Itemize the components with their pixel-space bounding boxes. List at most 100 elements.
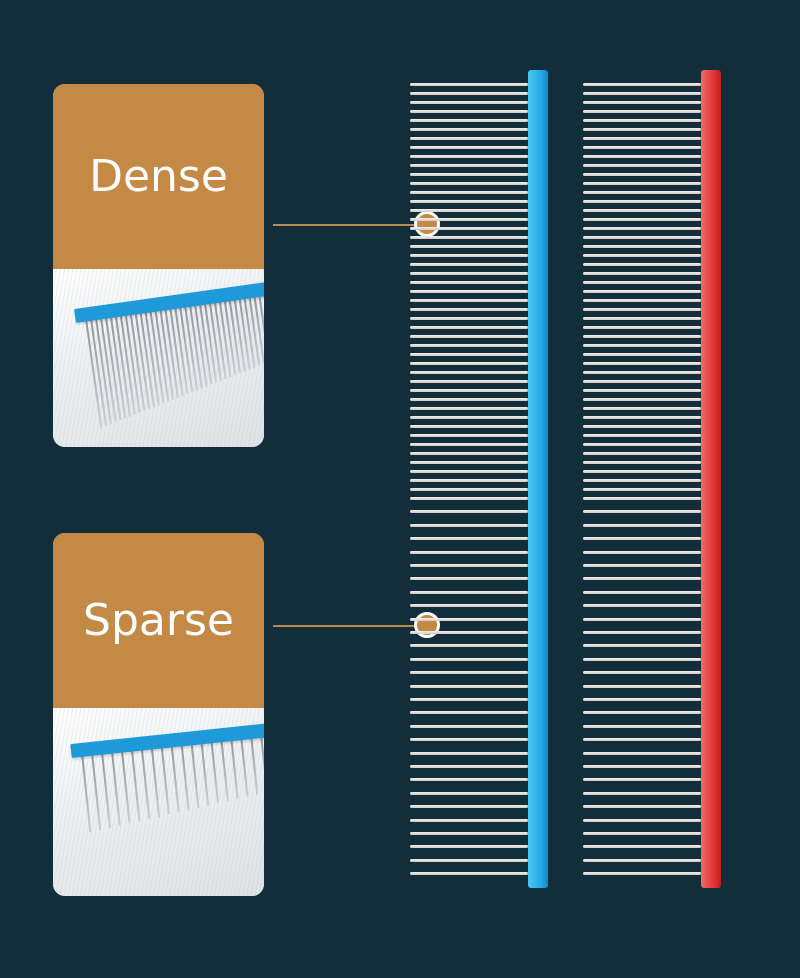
comb-tooth <box>410 101 528 104</box>
comb-tooth <box>583 765 701 768</box>
comb-tooth <box>583 83 701 86</box>
comb-tooth <box>583 832 701 835</box>
comb-tooth <box>410 389 528 392</box>
comb-tooth <box>583 452 701 455</box>
comb-tooth <box>583 272 701 275</box>
comb-tooth <box>583 227 701 230</box>
comb-tooth <box>583 326 701 329</box>
comb-tooth <box>583 344 701 347</box>
comb-tooth <box>410 577 528 581</box>
comb-tooth <box>583 577 701 581</box>
comb-tooth <box>583 182 701 185</box>
comb-tooth <box>410 461 528 464</box>
comb-tooth <box>583 671 701 675</box>
comb-tooth <box>410 416 528 419</box>
comb-tooth <box>410 263 528 266</box>
comb-tooth <box>410 407 528 410</box>
comb-tooth <box>410 209 528 212</box>
comb-tooth <box>583 604 701 608</box>
comb-tooth <box>583 443 701 446</box>
comb-tooth <box>583 479 701 482</box>
comb-tooth <box>583 164 701 167</box>
comb-tooth <box>583 371 701 374</box>
dense-label: Dense <box>53 84 264 269</box>
comb-tooth <box>410 326 528 329</box>
comb-tooth <box>410 281 528 284</box>
comb-tooth <box>583 550 701 554</box>
comb-tooth <box>583 523 701 527</box>
comb-tooth <box>583 245 701 248</box>
comb-tooth <box>583 738 701 742</box>
comb-tooth <box>410 236 528 239</box>
comb-tooth <box>410 872 528 876</box>
comb-tooth <box>410 308 528 311</box>
comb-tooth <box>583 657 701 661</box>
comb-tooth <box>410 299 528 302</box>
comb-tooth <box>583 173 701 176</box>
red-comb-spine <box>701 70 721 888</box>
comb-tooth <box>410 631 528 634</box>
comb-tooth <box>410 137 528 140</box>
comb-tooth <box>583 684 701 688</box>
comb-tooth <box>583 281 701 284</box>
comb-tooth <box>410 765 528 768</box>
comb-tooth <box>410 479 528 482</box>
comb-tooth <box>583 353 701 356</box>
sparse-card: Sparse <box>53 533 264 896</box>
comb-tooth <box>583 191 701 194</box>
blue-comb-spine <box>528 70 548 888</box>
comb-tooth <box>410 698 528 701</box>
comb-tooth <box>583 101 701 104</box>
comb-tooth <box>583 137 701 140</box>
blue-comb <box>410 70 550 890</box>
comb-tooth <box>410 684 528 688</box>
comb-tooth <box>583 146 701 149</box>
comb-tooth <box>410 191 528 194</box>
comb-tooth <box>410 398 528 401</box>
comb-tooth <box>410 155 528 158</box>
comb-tooth <box>410 778 528 782</box>
comb-tooth <box>410 644 528 648</box>
comb-tooth <box>583 119 701 122</box>
comb-tooth <box>410 724 528 728</box>
comb-tooth <box>583 254 701 257</box>
comb-tooth <box>583 461 701 464</box>
comb-tooth <box>583 845 701 849</box>
comb-tooth <box>583 362 701 365</box>
comb-tooth <box>583 317 701 320</box>
dense-card: Dense <box>53 84 264 447</box>
comb-tooth <box>410 738 528 742</box>
comb-tooth <box>583 380 701 383</box>
comb-tooth <box>583 290 701 293</box>
comb-tooth <box>410 218 528 221</box>
comb-tooth <box>583 335 701 338</box>
comb-tooth <box>583 299 701 302</box>
comb-tooth <box>410 564 528 567</box>
comb-tooth <box>410 92 528 95</box>
comb-tooth <box>583 110 701 113</box>
comb-tooth <box>410 510 528 514</box>
comb-tooth <box>410 380 528 383</box>
comb-tooth <box>583 155 701 158</box>
comb-tooth <box>410 290 528 293</box>
comb-tooth <box>410 254 528 257</box>
comb-tooth <box>583 425 701 428</box>
comb-tooth <box>410 818 528 822</box>
comb-tooth <box>583 92 701 95</box>
dense-comb-photo <box>53 269 264 447</box>
comb-tooth <box>410 83 528 86</box>
dense-callout-line <box>273 224 418 226</box>
comb-tooth <box>583 698 701 701</box>
comb-tooth <box>410 146 528 149</box>
comb-tooth <box>583 590 701 594</box>
comb-tooth <box>583 537 701 541</box>
comb-tooth <box>583 751 701 755</box>
comb-tooth <box>410 452 528 455</box>
comb-tooth <box>410 523 528 527</box>
comb-tooth <box>410 344 528 347</box>
comb-tooth <box>410 711 528 715</box>
comb-tooth <box>583 631 701 634</box>
comb-tooth <box>583 218 701 221</box>
comb-tooth <box>410 845 528 849</box>
comb-tooth <box>583 488 701 491</box>
